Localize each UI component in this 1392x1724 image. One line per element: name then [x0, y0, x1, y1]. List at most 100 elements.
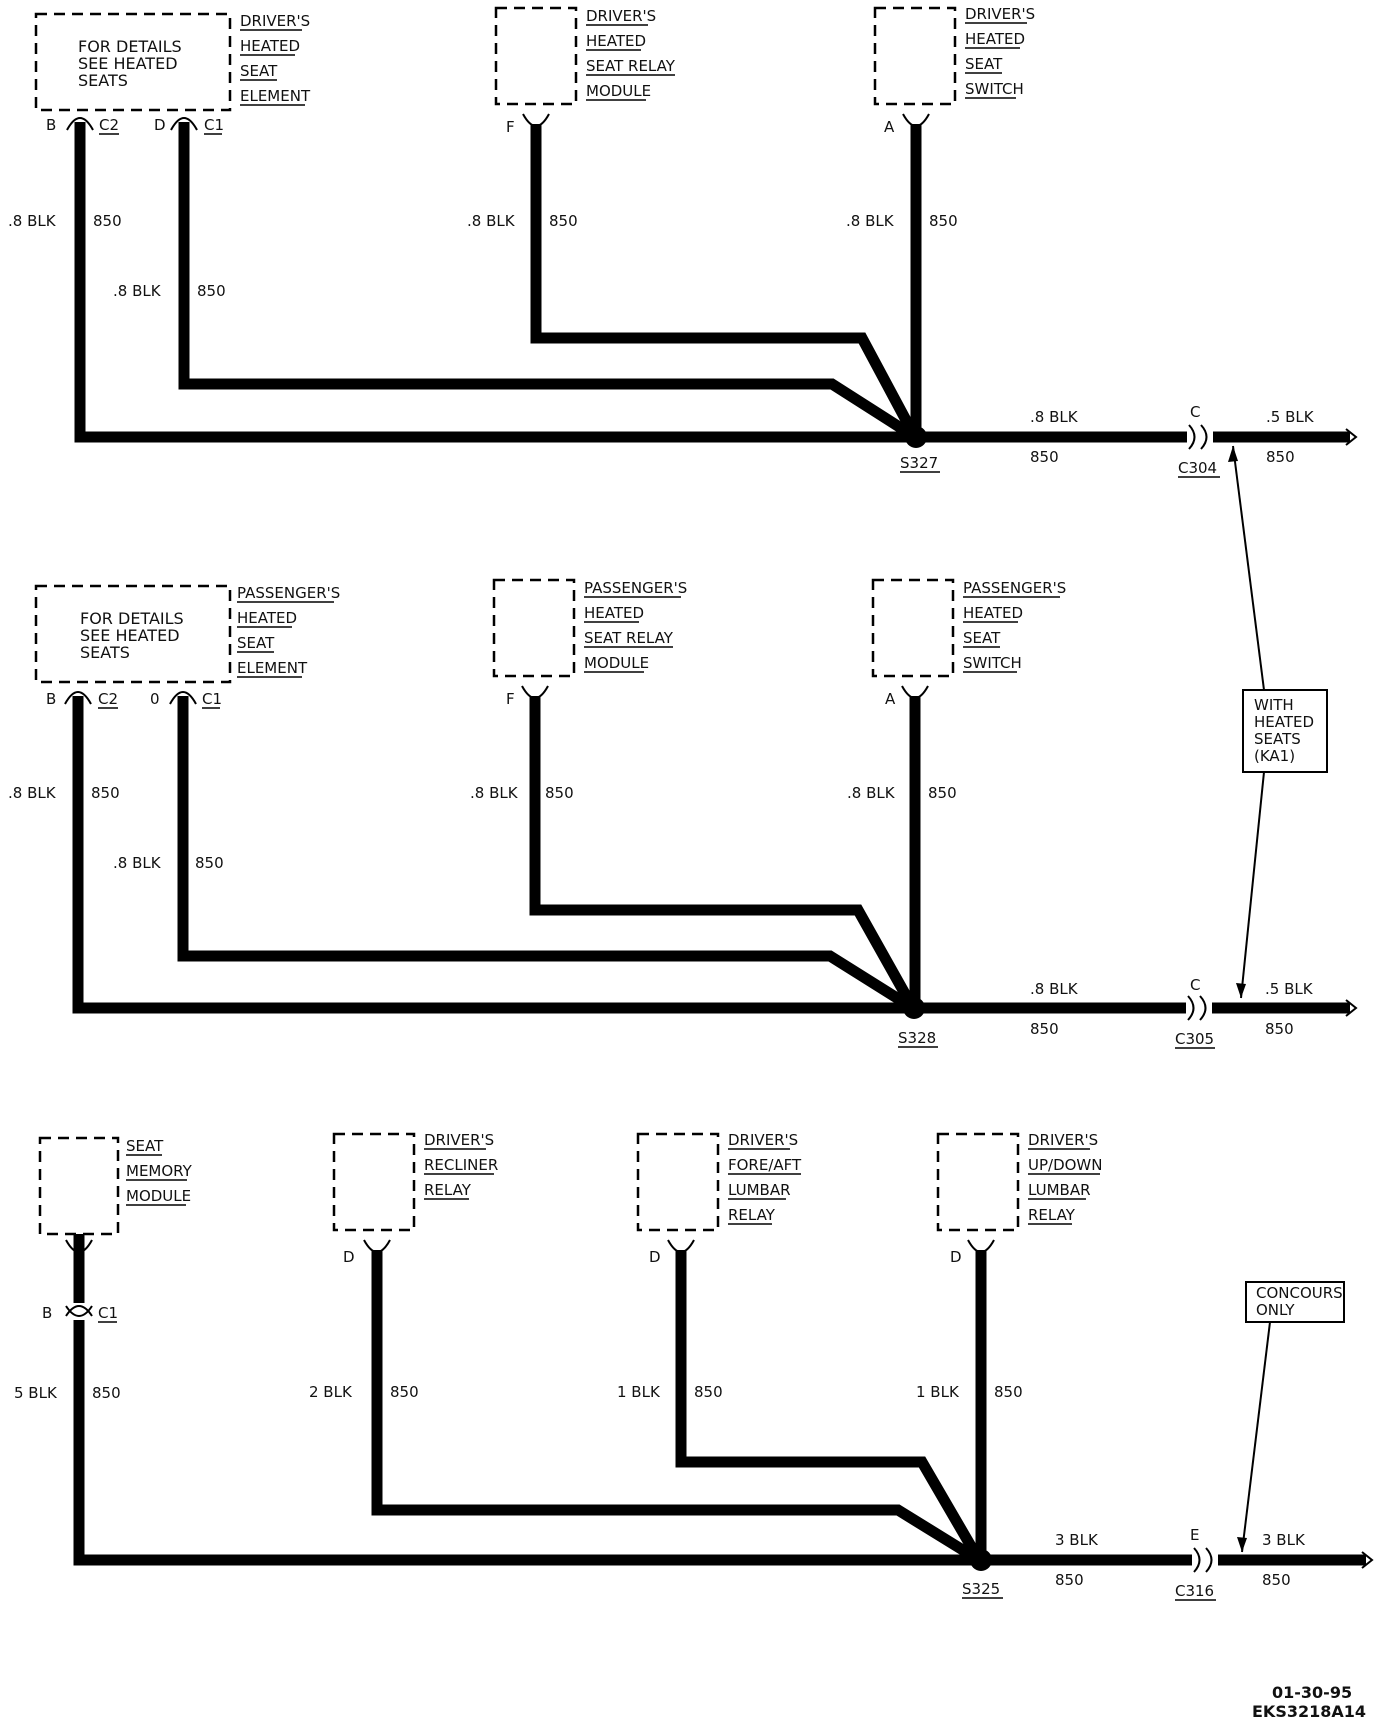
- splice-dot: [903, 997, 925, 1019]
- pin-label: D: [649, 1248, 661, 1266]
- leader-line: [1232, 445, 1265, 691]
- component-name: MODULE: [586, 82, 651, 100]
- pin-label: F: [506, 690, 515, 708]
- component-name: DRIVER'S: [424, 1131, 494, 1149]
- inline-connector: [1199, 995, 1207, 1021]
- component-box-text: SEE HEATED: [78, 54, 178, 73]
- inline-connector: [65, 1305, 93, 1317]
- female-terminal: [170, 117, 198, 131]
- note-box: [1242, 689, 1328, 773]
- pin-label: A: [885, 690, 896, 708]
- component-name: SWITCH: [965, 80, 1024, 98]
- wire-size-color: .5 BLK: [1265, 980, 1314, 998]
- component-name: SWITCH: [963, 654, 1022, 672]
- driver-heated-seat-switch-box: [873, 6, 957, 106]
- drawing-code: EKS3218A14: [1252, 1702, 1366, 1721]
- wire-size-color: .8 BLK: [1030, 980, 1079, 998]
- component-name: MODULE: [126, 1187, 191, 1205]
- component-name: RELAY: [1028, 1206, 1076, 1224]
- section-passenger-heated-seat: FOR DETAILS SEE HEATED SEATS PASSENGER'S…: [8, 578, 1358, 1049]
- wire-size-color: .8 BLK: [846, 212, 895, 230]
- component-name: SEAT: [126, 1137, 164, 1155]
- wire-850: [675, 1250, 984, 1563]
- inline-connector: [1193, 1547, 1201, 1573]
- connector-id: C316: [1175, 1582, 1214, 1600]
- wire-850: [530, 124, 920, 440]
- component-box-text: FOR DETAILS: [80, 609, 184, 628]
- wire-size-color: 1 BLK: [916, 1383, 960, 1401]
- component-name: SEAT RELAY: [584, 629, 674, 647]
- driver-recliner-relay-box: [332, 1132, 416, 1232]
- component-name: RELAY: [728, 1206, 776, 1224]
- wire-size-color: .8 BLK: [113, 282, 162, 300]
- connector-id: C305: [1175, 1030, 1214, 1048]
- component-box-text: SEATS: [78, 71, 128, 90]
- note-text: CONCOURS: [1256, 1284, 1343, 1302]
- circuit-number: 850: [1266, 448, 1295, 466]
- connector-pin: C: [1190, 976, 1200, 994]
- circuit-number: 850: [93, 212, 122, 230]
- wire-850: [72, 696, 913, 1014]
- pin-label: D: [343, 1248, 355, 1266]
- wire-850: [371, 1250, 982, 1565]
- component-box-text: FOR DETAILS: [78, 37, 182, 56]
- leader-line: [1240, 771, 1265, 999]
- continuation-arrow: [1345, 428, 1358, 446]
- pin-label: B: [46, 690, 56, 708]
- inline-connector: [1200, 424, 1208, 450]
- circuit-number: 850: [390, 1383, 419, 1401]
- connector-pin: C: [1190, 403, 1200, 421]
- wire-size-color: .8 BLK: [467, 212, 516, 230]
- component-name: DRIVER'S: [1028, 1131, 1098, 1149]
- connector-label: C2: [99, 116, 119, 134]
- wire-850: [529, 696, 918, 1011]
- circuit-number: 850: [197, 282, 226, 300]
- wire-size-color: 1 BLK: [617, 1383, 661, 1401]
- circuit-number: 850: [195, 854, 224, 872]
- component-name: PASSENGER'S: [584, 579, 687, 597]
- connector-label: C2: [98, 690, 118, 708]
- component-name: PASSENGER'S: [237, 584, 340, 602]
- driver-fore-aft-lumbar-relay-box: [636, 1132, 720, 1232]
- circuit-number: 850: [694, 1383, 723, 1401]
- circuit-number: 850: [1030, 448, 1059, 466]
- note-text: (KA1): [1254, 747, 1295, 765]
- component-name: ELEMENT: [240, 87, 311, 105]
- pin-label: 0: [150, 690, 160, 708]
- circuit-number: 850: [1030, 1020, 1059, 1038]
- splice-dot: [970, 1549, 992, 1571]
- wire-850: [178, 122, 918, 442]
- circuit-number: 850: [994, 1383, 1023, 1401]
- component-name: DRIVER'S: [240, 12, 310, 30]
- note-text: SEATS: [1254, 730, 1301, 748]
- component-name: SEAT RELAY: [586, 57, 676, 75]
- continuation-arrow: [1345, 999, 1358, 1017]
- splice-label: S325: [962, 1580, 1000, 1598]
- wire-size-color: .8 BLK: [8, 212, 57, 230]
- circuit-number: 850: [91, 784, 120, 802]
- note-box: [1245, 1281, 1345, 1323]
- component-name: HEATED: [584, 604, 644, 622]
- component-name: DRIVER'S: [586, 7, 656, 25]
- connector-pin: E: [1190, 1526, 1199, 1544]
- component-name: PASSENGER'S: [963, 579, 1066, 597]
- female-terminal: [66, 117, 94, 131]
- component-name: HEATED: [237, 609, 297, 627]
- splice-label: S328: [898, 1029, 936, 1047]
- pin-label: B: [46, 116, 56, 134]
- passenger-heated-seat-relay-module-box: [492, 578, 576, 678]
- note-text: HEATED: [1254, 713, 1314, 731]
- circuit-number: 850: [1262, 1571, 1291, 1589]
- wire-850: [73, 1320, 979, 1566]
- component-name: MEMORY: [126, 1162, 193, 1180]
- circuit-number: 850: [92, 1384, 121, 1402]
- component-name: ELEMENT: [237, 659, 308, 677]
- component-name: UP/DOWN: [1028, 1156, 1103, 1174]
- component-name: HEATED: [586, 32, 646, 50]
- note-concours-only: CONCOURS ONLY: [1237, 1281, 1345, 1553]
- pin-label: D: [950, 1248, 962, 1266]
- component-name: HEATED: [963, 604, 1023, 622]
- drawing-date: 01-30-95: [1272, 1683, 1352, 1702]
- component-name: HEATED: [240, 37, 300, 55]
